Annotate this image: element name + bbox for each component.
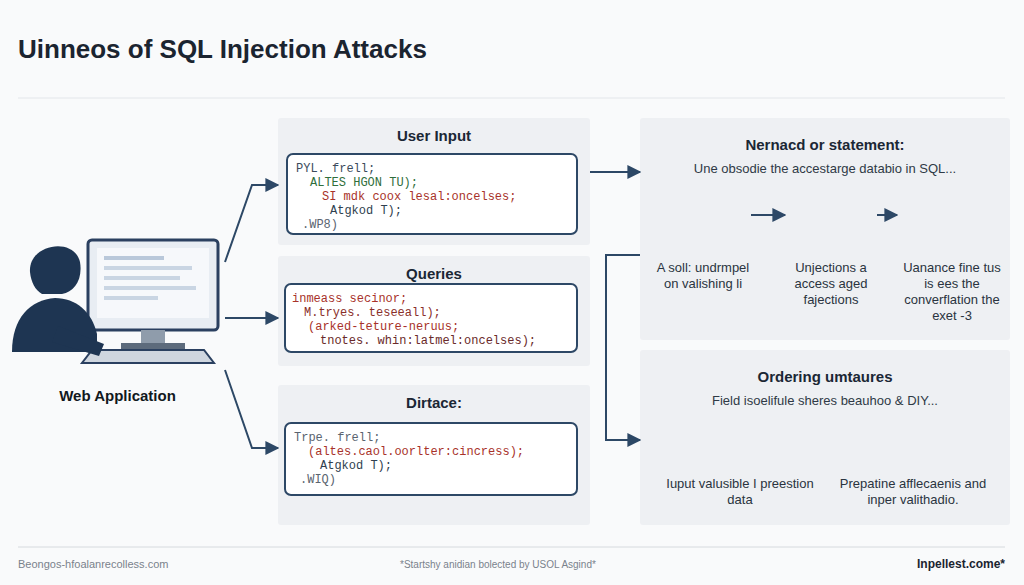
code-line: Trpe. frell; bbox=[286, 431, 576, 445]
code-box: Trpe. frell;(altes.caol.oorlter:cincress… bbox=[284, 422, 578, 496]
flow-arrow bbox=[225, 185, 278, 262]
flow-arrow bbox=[225, 317, 278, 319]
code-line: SI mdk coox lesal:oncelses; bbox=[288, 190, 576, 204]
icon-item: Iuput valusible I preestion data bbox=[665, 408, 815, 520]
code-line: .WIQ) bbox=[286, 473, 576, 487]
code-box: PYL. frell;ALTES HGON TU);SI mdk coox le… bbox=[286, 153, 578, 235]
node-text: Nernacd or statement: bbox=[640, 118, 1010, 153]
node-text: Une obsodie the accestarge databio in SQ… bbox=[640, 161, 1010, 176]
footer-note: Inpellest.come* bbox=[917, 557, 1005, 571]
node-text: Unjections a access aged fajections bbox=[785, 260, 877, 308]
flow-arrow bbox=[606, 255, 640, 440]
icon-item: A soll: undrmpel on valishing li bbox=[655, 180, 751, 330]
screen-line bbox=[104, 266, 192, 270]
title-rule bbox=[18, 98, 1005, 99]
node-text: Dirtace: bbox=[278, 385, 590, 411]
icon-item: Uanance fine tus is ees the converflatio… bbox=[897, 180, 1007, 330]
user-at-computer bbox=[12, 240, 218, 363]
monitor-base bbox=[121, 343, 185, 349]
person-arm bbox=[52, 326, 104, 356]
code-box: inmeass secinor;M.tryes. teseeall);(arke… bbox=[284, 283, 578, 353]
code-line: (arked-teture-neruus; bbox=[286, 320, 576, 334]
code-line: .WP8) bbox=[288, 218, 576, 232]
node-text: Field isoelifule sheres beauhoo & DIY... bbox=[640, 393, 1010, 408]
flow-arrow bbox=[590, 171, 640, 173]
screen-line bbox=[104, 286, 196, 290]
footer-note: *Startshy anidian bolected by USOL Asgin… bbox=[400, 559, 596, 570]
code-line: M.tryes. teseeall); bbox=[286, 306, 576, 320]
node-text: A soll: undrmpel on valishing li bbox=[655, 260, 751, 292]
screen-line bbox=[104, 256, 164, 260]
code-line: tnotes. whin:latmel:oncelses); bbox=[286, 334, 576, 348]
icon-item: Prepatine afflecaenis and inper valithad… bbox=[828, 408, 998, 520]
keyboard bbox=[82, 350, 214, 363]
web-application: Web Application bbox=[10, 230, 225, 412]
diagram-title: Uinneos of SQL Injection Attacks bbox=[18, 34, 427, 65]
node-text: Uanance fine tus is ees the converflatio… bbox=[897, 260, 1007, 324]
screen-line bbox=[104, 296, 158, 300]
defense-panel: Ordering umtauresField isoelifule sheres… bbox=[640, 350, 1010, 525]
node-text: Iuput valusible I preestion data bbox=[665, 476, 815, 508]
node-text: User Input bbox=[278, 118, 590, 144]
query-panel: Queriesinmeass secinor;M.tryes. teseeall… bbox=[278, 256, 590, 366]
monitor-stand bbox=[141, 330, 165, 344]
node-text: Web Application bbox=[59, 387, 176, 404]
code-line: inmeass secinor; bbox=[286, 292, 576, 306]
footer-note: Beongos-hfoalanrecolless.com bbox=[18, 558, 168, 570]
icon-item: Unjections a access aged fajections bbox=[785, 180, 877, 330]
monitor-frame bbox=[88, 240, 218, 330]
interface-panel: Dirtace: Trpe. frell;(altes.caol.oorlter:… bbox=[278, 385, 590, 525]
screen-line bbox=[104, 276, 180, 280]
footer-rule bbox=[18, 547, 1005, 548]
statement-panel: Nernacd or statement: Une obsodie the acc… bbox=[640, 118, 1010, 340]
person-head bbox=[30, 246, 81, 294]
input-panel: User InputPYL. frell;ALTES HGON TU);SI m… bbox=[278, 118, 590, 245]
code-line: ALTES HGON TU); bbox=[288, 176, 576, 190]
monitor-screen bbox=[97, 248, 209, 318]
code-line: PYL. frell; bbox=[288, 162, 576, 176]
code-line: Atgkod T); bbox=[288, 204, 576, 218]
node-text: Ordering umtaures bbox=[640, 350, 1010, 385]
code-line: Atgkod T); bbox=[286, 459, 576, 473]
node-text: Prepatine afflecaenis and inper valithad… bbox=[828, 476, 998, 508]
node-text: Queries bbox=[278, 256, 590, 282]
flow-arrow bbox=[225, 370, 278, 448]
code-line: (altes.caol.oorlter:cincress); bbox=[286, 445, 576, 459]
